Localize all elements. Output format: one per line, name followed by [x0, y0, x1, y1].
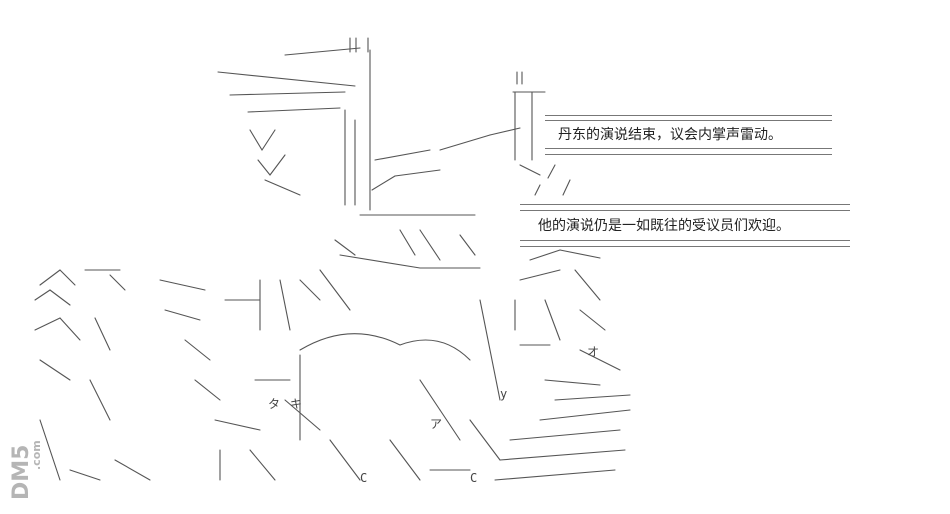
- art-glyph-ki: キ: [290, 397, 302, 411]
- crowd-left-art: [34, 269, 361, 481]
- art-glyph-a: ア: [430, 417, 442, 431]
- caption-line-2: 他的演说仍是一如既往的受议员们欢迎。: [538, 218, 790, 234]
- art-glyph-c2: C: [470, 471, 477, 485]
- caption-frame-1: [545, 115, 832, 155]
- art-glyph-o: オ: [587, 345, 599, 359]
- caption-line-1: 丹东的演说结束，议会内掌声雷动。: [558, 127, 782, 143]
- svg-text:DM5: DM5: [9, 445, 34, 500]
- art-glyph-c1: C: [360, 471, 367, 485]
- dm5-watermark: DM5 .com: [9, 440, 43, 500]
- crowd-right-art: [389, 249, 631, 481]
- svg-text:.com: .com: [30, 440, 43, 470]
- art-glyph-ta: タ: [268, 397, 280, 411]
- right-arm-art: [512, 71, 571, 196]
- art-glyph-y: y: [500, 387, 507, 401]
- center-figure-art: [299, 214, 501, 441]
- caption-frame-2: [520, 204, 850, 247]
- raised-arms-art: [217, 37, 521, 211]
